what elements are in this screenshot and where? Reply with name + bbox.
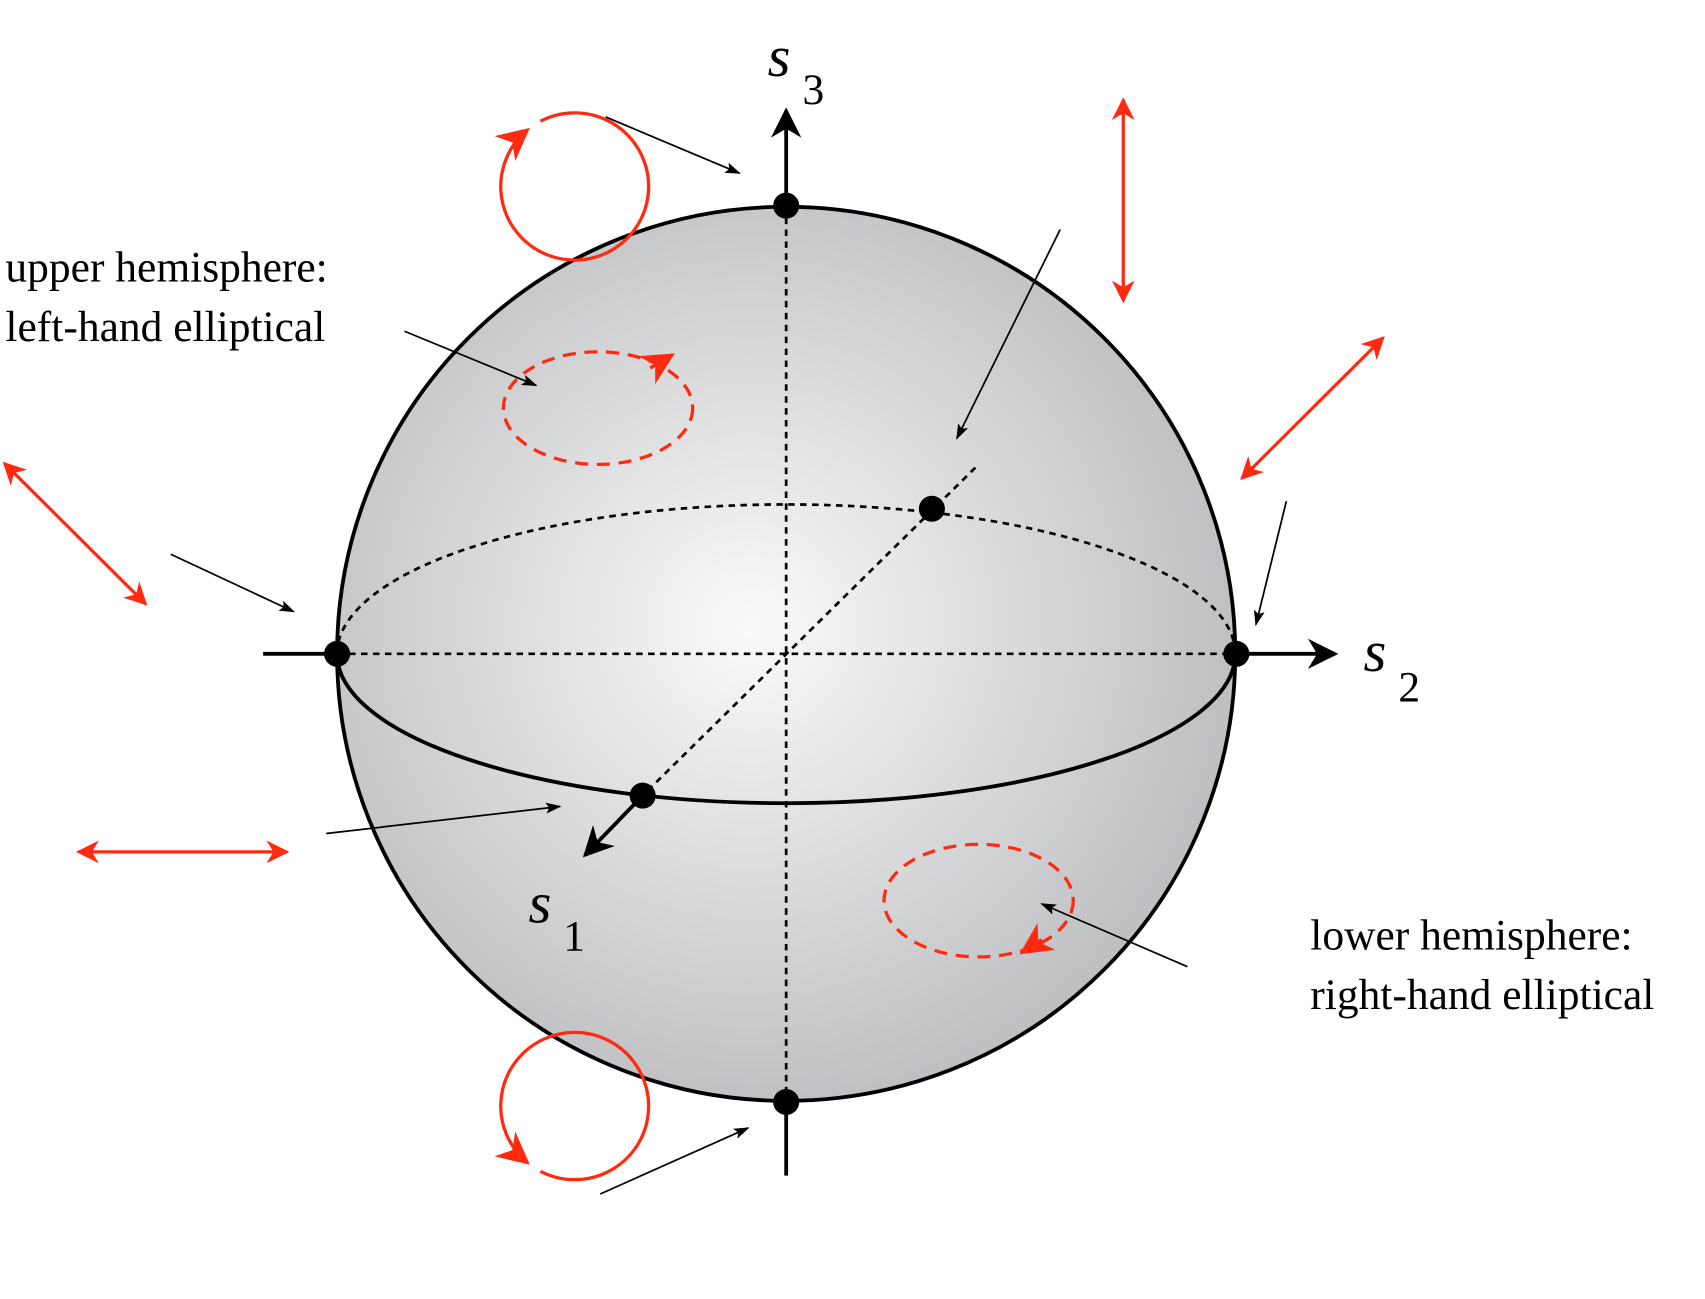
pointer-lower <box>1040 903 1188 968</box>
s3-subscript: 3 <box>802 66 824 114</box>
linear-antidiagonal-icon <box>2 461 148 606</box>
pointer-top <box>605 116 741 174</box>
elliptical-left-icon <box>501 350 695 467</box>
upper-hemisphere-line1: upper hemisphere: <box>5 244 327 292</box>
s1-subscript: 1 <box>563 913 585 961</box>
point-left <box>324 640 351 667</box>
circular-right-icon <box>494 1030 651 1182</box>
pointer-upper <box>404 330 538 387</box>
s2-subscript: 2 <box>1398 664 1420 712</box>
s2-label: s <box>1364 619 1387 684</box>
circular-left-icon <box>494 111 651 262</box>
s1-label: s <box>528 870 551 935</box>
s1-axis <box>582 794 645 858</box>
pointer-front <box>326 802 562 835</box>
point-bottom <box>773 1088 800 1115</box>
point-back <box>918 495 945 522</box>
point-right <box>1223 640 1250 667</box>
upper-hemisphere-line2: left-hand elliptical <box>5 303 325 351</box>
pointer-back <box>956 229 1061 440</box>
lower-hemisphere-line1: lower hemisphere: <box>1310 911 1632 959</box>
pointer-right <box>1253 500 1288 627</box>
lower-hemisphere-line2: right-hand elliptical <box>1310 971 1654 1019</box>
pointer-bottom <box>599 1127 750 1195</box>
pointer-arrows <box>170 116 1288 1195</box>
pointer-left <box>170 553 296 613</box>
s3-label: s <box>768 24 791 89</box>
elliptical-right-icon <box>882 842 1075 959</box>
point-top <box>773 192 800 219</box>
s1-axis-inner <box>641 466 977 797</box>
linear-diagonal-icon <box>1240 336 1385 481</box>
point-front <box>629 782 656 809</box>
